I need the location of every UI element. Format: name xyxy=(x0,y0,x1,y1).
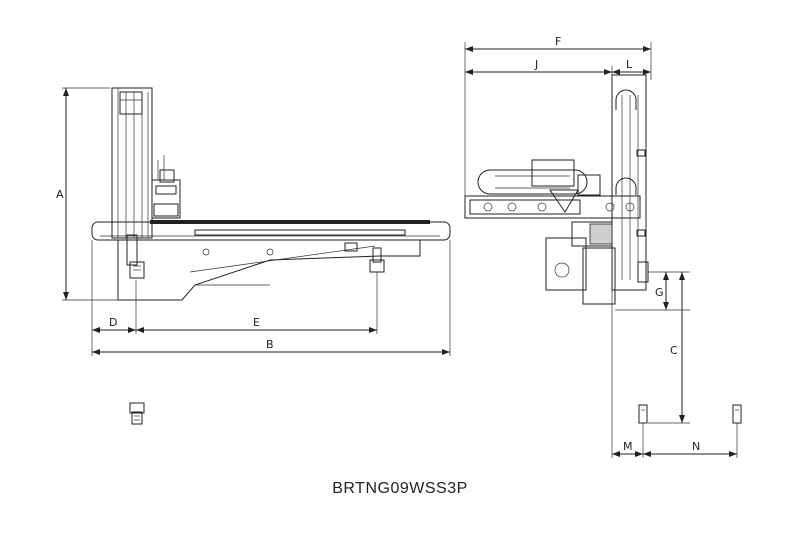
gripper-pos-m xyxy=(638,404,648,424)
dim-j-label: J xyxy=(534,58,538,71)
dim-b-label: B xyxy=(266,338,274,351)
dim-n-label: N xyxy=(692,440,700,453)
dim-m-label: M xyxy=(623,440,633,453)
motor-block xyxy=(151,179,181,219)
front-column xyxy=(611,74,647,291)
vertical-column xyxy=(111,87,153,239)
base-plate xyxy=(117,239,421,301)
dim-d-label: D xyxy=(109,316,117,329)
dim-a-label: A xyxy=(56,188,64,201)
dim-l-label: L xyxy=(626,58,633,71)
dim-g-label: G xyxy=(655,286,664,299)
side-view: A D E B xyxy=(56,87,451,425)
front-view: F J L G C M N xyxy=(464,35,742,458)
gripper-left xyxy=(129,261,145,279)
gripper-pos-n xyxy=(732,404,742,424)
front-arm xyxy=(464,195,641,219)
cable-chain xyxy=(477,169,588,195)
dim-c-label: C xyxy=(670,344,678,357)
model-code: BRTNG09WSS3P xyxy=(332,480,468,497)
dim-f-label: F xyxy=(555,35,561,48)
front-motor xyxy=(545,237,587,291)
front-housing xyxy=(582,247,616,305)
horizontal-beam xyxy=(91,221,451,241)
gripper-detached xyxy=(129,402,145,414)
dim-e-label: E xyxy=(253,316,260,329)
